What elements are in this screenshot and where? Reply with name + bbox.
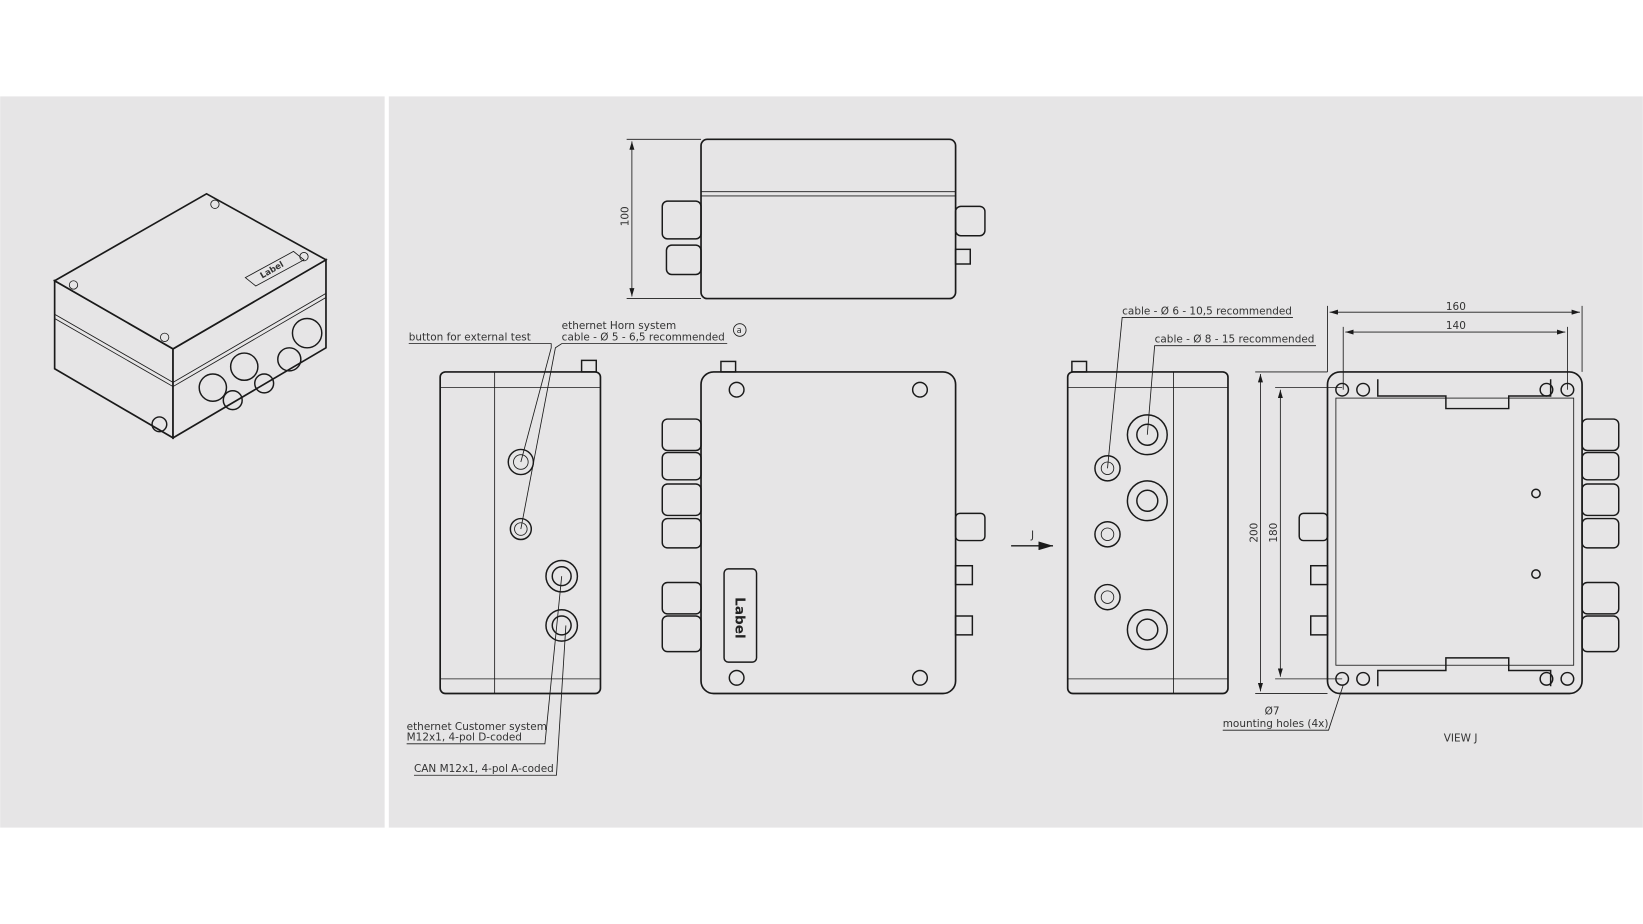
annotations: button for external test ethernet Horn s…: [407, 305, 1478, 776]
note-button-external-test: button for external test: [409, 331, 531, 343]
note-ethernet-horn-2: cable - Ø 5 - 6,5 recommended: [562, 331, 725, 343]
front-view: Label: [661, 360, 986, 695]
dim-outer-height: 200: [1248, 523, 1260, 543]
note-ethernet-horn-1: ethernet Horn system: [562, 320, 676, 332]
top-view: 100: [620, 138, 986, 300]
iso-label-plate: [244, 250, 305, 287]
note-can-connector: CAN M12x1, 4-pol A-coded: [414, 763, 554, 775]
note-mounting-dia: Ø7: [1265, 705, 1280, 717]
view-j: 160 140 200 180: [1248, 301, 1620, 695]
label-plate-text: Label: [732, 597, 748, 639]
dim-hole-height: 180: [1268, 523, 1280, 543]
view-j-label: VIEW J: [1444, 733, 1478, 745]
note-mounting-holes: mounting holes (4x): [1223, 718, 1329, 730]
dim-height: 100: [620, 206, 632, 226]
dim-outer-width: 160: [1446, 301, 1466, 313]
note-ethernet-customer-1: ethernet Customer system: [407, 721, 547, 733]
right-side-view: [1066, 360, 1229, 695]
left-side-view: [439, 359, 602, 695]
note-cable-small: cable - Ø 6 - 10,5 recommended: [1122, 305, 1292, 317]
note-cable-large: cable - Ø 8 - 15 recommended: [1155, 334, 1315, 346]
label-plate: [723, 568, 758, 663]
detail-marker: a: [737, 325, 742, 335]
note-ethernet-customer-2: M12x1, 4-pol D-coded: [407, 732, 522, 744]
view-arrow-label: J: [1030, 529, 1034, 541]
isometric-view: Label: [52, 192, 328, 440]
dim-hole-width: 140: [1446, 320, 1466, 332]
